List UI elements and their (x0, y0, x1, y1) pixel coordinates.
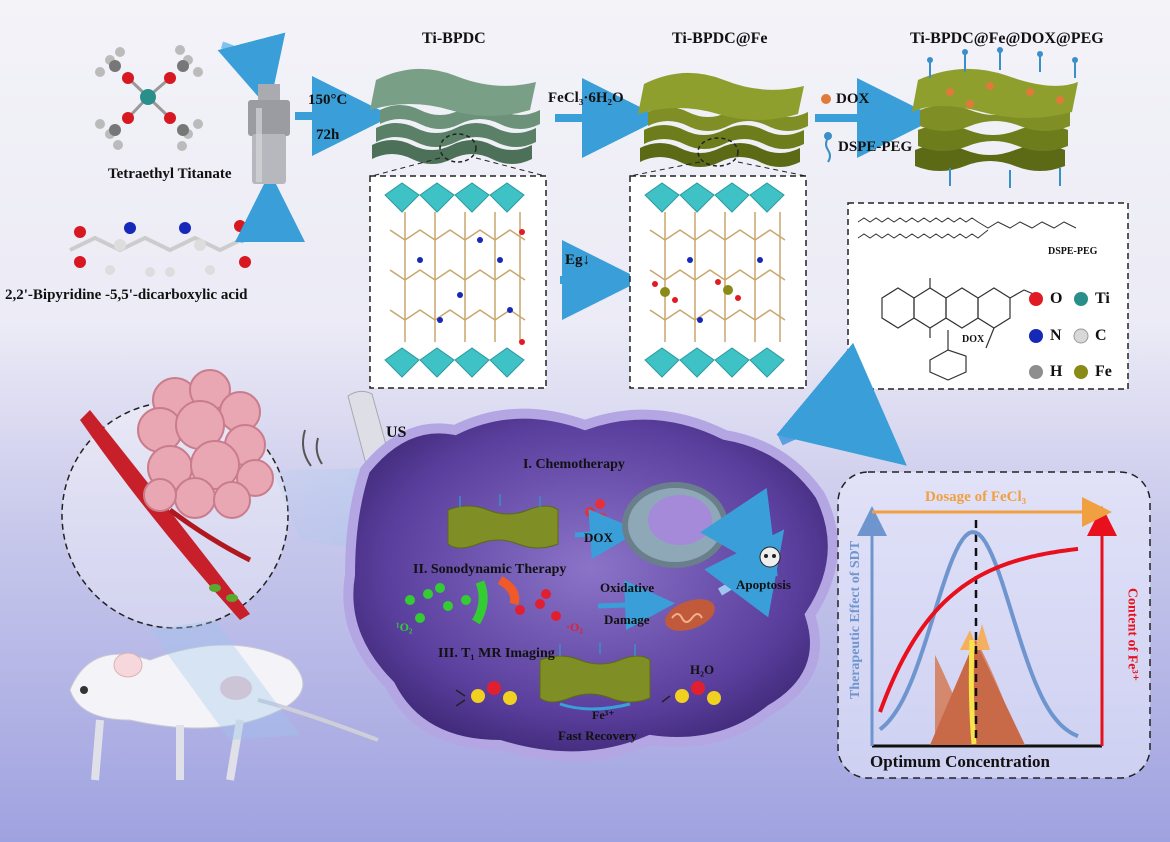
sonodynamic-label: II. Sonodynamic Therapy (413, 562, 567, 577)
tumor-illustration (80, 369, 274, 620)
ultrasound-label: US (386, 424, 407, 441)
superoxide-molecules (515, 589, 561, 621)
ti-bpdc-fe-crystal-structure (629, 161, 807, 389)
sdt-effect-curve (878, 529, 1079, 739)
legend-h: H (1050, 363, 1063, 380)
oxidative-arrow (597, 580, 675, 631)
volcano-body (930, 640, 1025, 745)
dox-structure (881, 278, 1039, 381)
oxidative-label: Oxidative (600, 580, 655, 595)
fe3-content-curve (878, 546, 1079, 713)
bandgap-label: Eg↓ (565, 252, 591, 268)
singlet-oxygen-label: ¹O₂ (396, 620, 413, 634)
dox-release-label: DOX (584, 530, 613, 545)
fast-recovery-label: Fast Recovery (558, 728, 638, 743)
mouse-illustration (69, 644, 379, 781)
dspe-peg-label: DSPE-PEG (838, 139, 913, 155)
element-legend (1029, 292, 1089, 379)
water-molecule-left (455, 681, 517, 707)
zoom-beam (150, 620, 300, 740)
nucleus-icon (622, 482, 728, 568)
chart-bottom-axis-label: Optimum Concentration (870, 752, 1050, 771)
apoptosis-label: Apoptosis (736, 577, 791, 592)
orange-arrow (497, 576, 520, 606)
legend-c: C (1095, 327, 1107, 344)
ti-bpdc-stack (370, 68, 540, 164)
water-label: H₂O (690, 662, 715, 677)
dox-label: DOX (836, 91, 870, 107)
green-arrow (472, 580, 488, 625)
condition-temp: 150°C (308, 92, 348, 108)
apoptosis-arrow-2 (700, 487, 778, 577)
ti-bpdc-crystal-structure (369, 157, 547, 389)
ti-bpdc-fe-stack (638, 72, 808, 167)
damage-label: Damage (604, 612, 650, 627)
chart-left-axis-label: Therapeutic Effect of SDT (848, 540, 863, 700)
nanosheet-in-cell-2 (539, 642, 651, 711)
legend-ti: Ti (1095, 290, 1110, 307)
ti-bpdc-title: Ti-BPDC (422, 30, 486, 47)
chart-top-axis-label: Dosage of FeCl₃ (925, 489, 1027, 505)
nanosheet-in-cell-1 (447, 494, 559, 549)
arrow-precursor2 (234, 172, 305, 244)
dspe-peg-structure-label: DSPE-PEG (1048, 246, 1098, 257)
mr-imaging-label: III. T₁ MR Imaging (438, 646, 555, 661)
chart-right-axis-label: Content of Fe³⁺ (1124, 587, 1140, 682)
dox-dot-icon (821, 94, 831, 104)
dox-structure-label: DOX (962, 334, 985, 345)
legend-o: O (1050, 290, 1063, 307)
dspe-peg-structure (857, 217, 1077, 239)
peg-chain-icon (824, 132, 832, 163)
ti-bpdc-fe-dox-peg-title: Ti-BPDC@Fe@DOX@PEG (910, 30, 1104, 47)
ti-bpdc-fe-title: Ti-BPDC@Fe (672, 30, 768, 47)
skull-icon (759, 546, 781, 568)
tetraethyl-titanate-molecule (95, 45, 203, 151)
bipyridine-dicarboxylic-molecule (69, 220, 251, 277)
concentration-chart (857, 497, 1117, 748)
chemotherapy-label: I. Chemotherapy (523, 457, 625, 472)
arrow-precursor1 (217, 32, 286, 110)
legend-n: N (1050, 327, 1062, 344)
water-molecule-right (661, 681, 721, 705)
singlet-oxygen-molecules (405, 583, 471, 623)
autoclave-icon (248, 84, 290, 184)
legend-fe: Fe (1095, 363, 1112, 380)
mitochondria-icon (665, 599, 715, 631)
precursor1-label: Tetraethyl Titanate (108, 166, 232, 182)
fecl3-reagent: FeCl₃·6H₂O (548, 90, 624, 106)
condition-time: 72h (316, 127, 340, 143)
superoxide-label: ·O₂ (566, 620, 583, 634)
fe3-label: Fe³⁺ (592, 708, 615, 722)
cell-to-chart-arrow (776, 342, 907, 466)
precursor2-label: 2,2'-Bipyridine -5,5'-dicarboxylic acid (5, 287, 248, 303)
ti-bpdc-fe-dox-peg-stack (912, 47, 1078, 188)
dox-arrow (574, 509, 640, 559)
